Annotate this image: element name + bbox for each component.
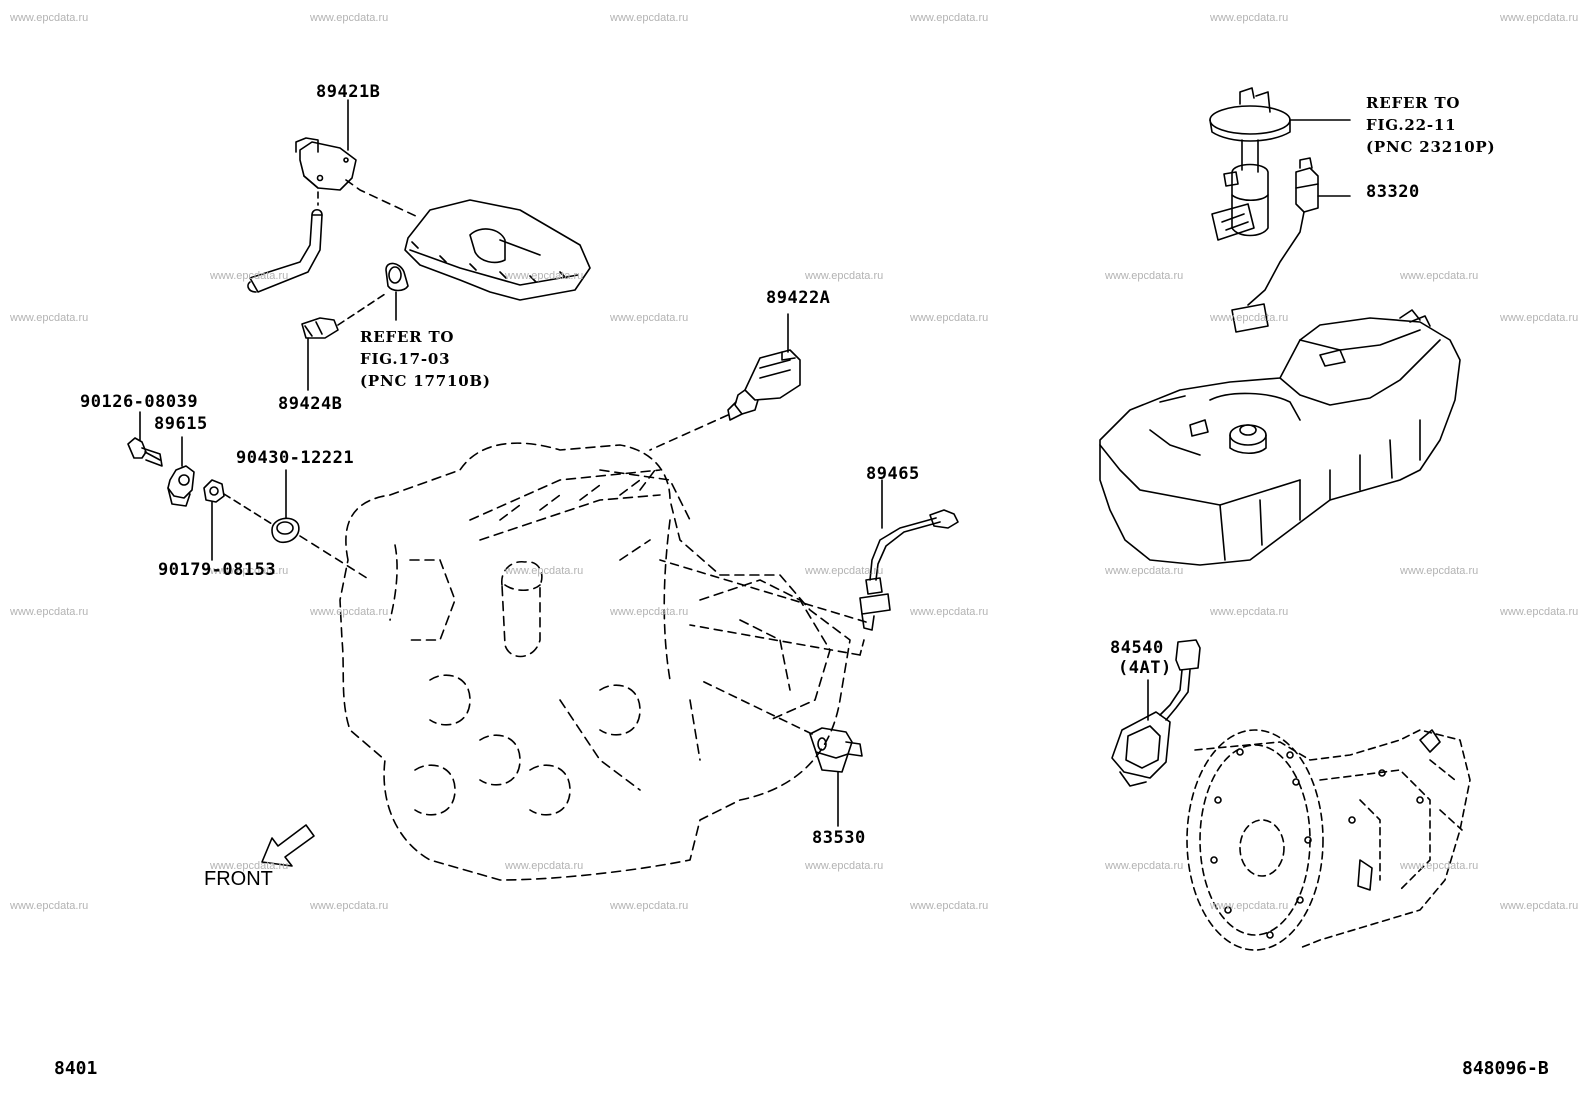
watermark: www.epcdata.ru: [1210, 12, 1289, 24]
watermark: www.epcdata.ru: [1210, 606, 1289, 618]
refer-note-fig17[interactable]: REFER TO FIG.17-03 (PNC 17710B): [360, 326, 491, 392]
watermark: www.epcdata.ru: [805, 860, 884, 872]
watermark: www.epcdata.ru: [310, 606, 389, 618]
watermark: www.epcdata.ru: [1500, 12, 1579, 24]
part-label-84540-variant: (4AT): [1118, 658, 1172, 678]
watermark: www.epcdata.ru: [610, 900, 689, 912]
part-label-90179-08153[interactable]: 90179-08153: [158, 560, 277, 580]
watermark: www.epcdata.ru: [310, 12, 389, 24]
part-label-89615[interactable]: 89615: [154, 414, 208, 434]
watermark: www.epcdata.ru: [505, 565, 584, 577]
air-cleaner-housing: [247, 199, 591, 301]
part-label-90430-12221[interactable]: 90430-12221: [236, 448, 355, 468]
part-label-89421b[interactable]: 89421B: [316, 82, 381, 102]
intake-temp-sensor-89424b: [301, 262, 409, 339]
refer-note-line: (PNC 23210P): [1366, 138, 1496, 156]
oil-pressure-switch-89422a: [727, 313, 801, 421]
refer-note-line: FIG.22-11: [1366, 116, 1457, 134]
watermark: www.epcdata.ru: [1500, 900, 1579, 912]
front-arrow-icon: [261, 824, 315, 867]
part-label-89422a[interactable]: 89422A: [766, 288, 831, 308]
watermark: www.epcdata.ru: [1500, 312, 1579, 324]
watermark: www.epcdata.ru: [1105, 270, 1184, 282]
transmission: [1186, 729, 1471, 951]
watermark: www.epcdata.ru: [910, 312, 989, 324]
part-label-83320[interactable]: 83320: [1366, 182, 1420, 202]
part-label-89465[interactable]: 89465: [866, 464, 920, 484]
watermark: www.epcdata.ru: [805, 565, 884, 577]
watermark: www.epcdata.ru: [610, 606, 689, 618]
neutral-switch-84540: [1111, 639, 1201, 787]
knock-sensor-89615: [127, 437, 300, 544]
watermark: www.epcdata.ru: [1400, 270, 1479, 282]
watermark: www.epcdata.ru: [1210, 312, 1289, 324]
watermark: www.epcdata.ru: [805, 270, 884, 282]
watermark: www.epcdata.ru: [1400, 565, 1479, 577]
transmission-bolts: [1210, 729, 1441, 939]
refer-note-line: REFER TO: [1366, 94, 1461, 112]
refer-note-fig22[interactable]: REFER TO FIG.22-11 (PNC 23210P): [1366, 92, 1495, 158]
watermark: www.epcdata.ru: [505, 270, 584, 282]
part-label-89424b[interactable]: 89424B: [278, 394, 343, 414]
part-label-90126-08039[interactable]: 90126-08039: [80, 392, 199, 412]
watermark: www.epcdata.ru: [610, 312, 689, 324]
watermark: www.epcdata.ru: [10, 606, 89, 618]
watermark: www.epcdata.ru: [505, 860, 584, 872]
watermark: www.epcdata.ru: [910, 606, 989, 618]
watermark: www.epcdata.ru: [10, 312, 89, 324]
part-label-83530[interactable]: 83530: [812, 828, 866, 848]
fuel-pump-assembly: [1209, 87, 1351, 241]
watermark: www.epcdata.ru: [1105, 860, 1184, 872]
refer-note-line: (PNC 17710B): [360, 372, 491, 390]
watermark: www.epcdata.ru: [310, 900, 389, 912]
watermark: www.epcdata.ru: [10, 900, 89, 912]
engine-outline: [339, 442, 851, 881]
map-sensor-89421b: [295, 137, 357, 191]
watermark: www.epcdata.ru: [610, 12, 689, 24]
front-direction-label: FRONT: [204, 868, 273, 890]
watermark: www.epcdata.ru: [910, 900, 989, 912]
watermark: www.epcdata.ru: [1400, 860, 1479, 872]
fuel-tank: [1099, 309, 1461, 566]
watermark: www.epcdata.ru: [210, 565, 289, 577]
watermark: www.epcdata.ru: [1210, 900, 1289, 912]
watermark: www.epcdata.ru: [1105, 565, 1184, 577]
fuel-sender-83320: [1231, 157, 1351, 333]
page-code-left: 8401: [54, 1058, 98, 1079]
watermark: www.epcdata.ru: [10, 12, 89, 24]
watermark: www.epcdata.ru: [210, 860, 289, 872]
refer-note-line: FIG.17-03: [360, 350, 451, 368]
refer-note-line: REFER TO: [360, 328, 455, 346]
watermark: www.epcdata.ru: [1500, 606, 1579, 618]
water-temp-sensor-83530: [809, 727, 863, 827]
figure-code-right: 848096-B: [1462, 1058, 1549, 1079]
watermark: www.epcdata.ru: [910, 12, 989, 24]
watermark: www.epcdata.ru: [210, 270, 289, 282]
part-label-84540[interactable]: 84540: [1110, 638, 1164, 658]
